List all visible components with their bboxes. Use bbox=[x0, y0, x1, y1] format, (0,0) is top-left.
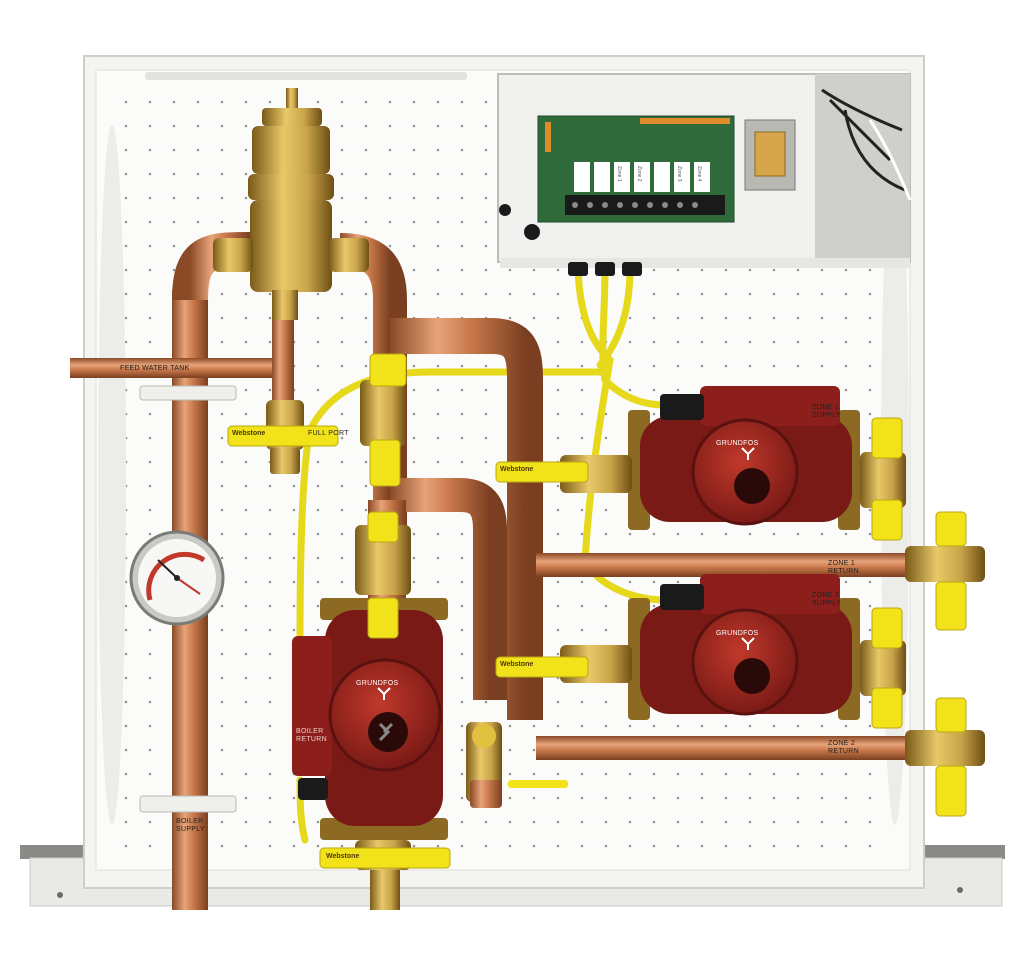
pump-brand-label-2: GRUNDFOS bbox=[716, 440, 759, 447]
relay-7 bbox=[694, 162, 710, 192]
valve-brand-label-2: Webstone bbox=[500, 466, 534, 473]
control-box bbox=[497, 73, 912, 268]
zone-1-inlet-valve bbox=[495, 455, 632, 493]
pump-brand-label-1: GRUNDFOS bbox=[356, 680, 399, 687]
zone-1-return-label: ZONE 1 RETURN bbox=[828, 560, 859, 575]
zone-2-inlet-valve bbox=[495, 645, 632, 683]
air-separator bbox=[213, 88, 369, 320]
pump-brand-label-3: GRUNDFOS bbox=[716, 630, 759, 637]
valve-brand-label-3: Webstone bbox=[500, 661, 534, 668]
zone-1-supply-valve bbox=[860, 417, 906, 541]
relay-label-4: Zone 4 bbox=[696, 166, 702, 182]
zone-2-return-label: ZONE 2 RETURN bbox=[828, 740, 859, 755]
relay-4 bbox=[634, 162, 650, 192]
relay-1 bbox=[574, 162, 590, 192]
zone-1-return-valve bbox=[905, 511, 985, 631]
zone-2-circulator-pump bbox=[628, 574, 860, 720]
drain-valve bbox=[466, 722, 568, 808]
zone-1-circulator-pump bbox=[628, 386, 860, 530]
zone-2-supply-label: ZONE 2 SUPPLY bbox=[812, 592, 841, 607]
valve-brand-label-4: Webstone bbox=[326, 853, 360, 860]
relay-2 bbox=[594, 162, 610, 192]
relay-6 bbox=[674, 162, 690, 192]
boiler-pump-valve bbox=[355, 511, 411, 639]
temperature-pressure-gauge bbox=[129, 530, 225, 626]
feed-valve bbox=[227, 400, 339, 474]
boiler-circulator-pump bbox=[292, 598, 448, 840]
boiler-return-label: BOILER RETURN bbox=[296, 728, 327, 743]
relay-group bbox=[574, 162, 710, 192]
relay-label-2: Zone 2 bbox=[636, 166, 642, 182]
relay-label-1: Zone 1 bbox=[616, 166, 622, 182]
transformer bbox=[744, 119, 796, 191]
ball-valves bbox=[227, 353, 985, 870]
zone-2-supply-valve bbox=[860, 607, 906, 729]
supply-valve-upper bbox=[360, 353, 407, 487]
boiler-supply-label: BOILER SUPPLY bbox=[176, 818, 205, 833]
zone-2-return-valve bbox=[905, 697, 985, 817]
feed-water-tank-label: FEED WATER TANK bbox=[120, 365, 190, 372]
valve-brand-label-1: Webstone bbox=[232, 430, 266, 437]
relay-5 bbox=[654, 162, 670, 192]
boiler-return-valve bbox=[319, 840, 451, 870]
relay-label-3: Zone 3 bbox=[676, 166, 682, 182]
zone-1-supply-label: ZONE 1 SUPPLY bbox=[812, 404, 841, 419]
full-port-label: FULL PORT bbox=[308, 430, 349, 437]
relay-3 bbox=[614, 162, 630, 192]
